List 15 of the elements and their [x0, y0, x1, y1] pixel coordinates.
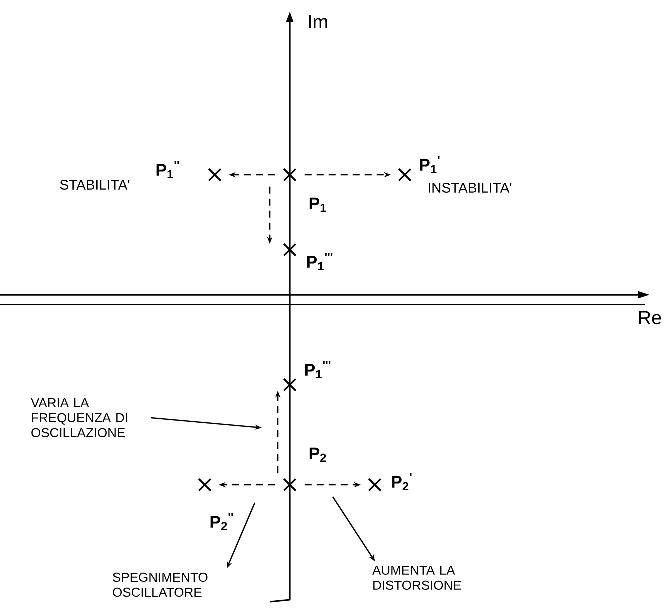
- pole-label: P$_{1}$': [420, 156, 440, 174]
- region-label: INSTABILITA': [428, 183, 512, 193]
- axis-label: Im: [309, 15, 328, 29]
- region-label: STABILITA': [60, 180, 130, 190]
- note-text: AUMENTA LA DISTORSIONE: [372, 566, 462, 590]
- note-text: SPEGNIMENTO OSCILLATORE: [113, 572, 208, 598]
- pole-label: P$_{2}$': [392, 473, 412, 491]
- pole-label: P$_{2}$: [310, 448, 326, 462]
- pole-label: P$_{2}$'': [210, 513, 234, 531]
- pole-label: P$_{1}$''': [305, 361, 331, 379]
- axis-label: Re: [639, 311, 662, 325]
- note-text: VARIA LA FREQUENZA DI OSCILLAZIONE: [31, 398, 128, 438]
- pole-label: P$_{1}$: [310, 198, 326, 212]
- pole-label: P$_{1}$'': [156, 161, 180, 179]
- pole-label: P$_{1}$''': [307, 253, 333, 271]
